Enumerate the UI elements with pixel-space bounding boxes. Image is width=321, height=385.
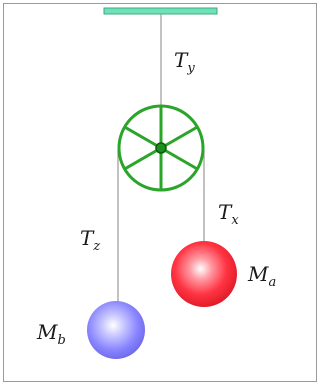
- tension-x-label: Tx: [218, 200, 239, 228]
- frame-border: [3, 3, 317, 382]
- tension-z-label: Tz: [80, 226, 100, 254]
- mass-b-label: Mb: [36, 320, 66, 348]
- pulley-wheel: [117, 104, 205, 192]
- mass-a-sphere: [171, 241, 237, 307]
- ceiling-support: [103, 7, 218, 15]
- pulley-axle: [155, 142, 167, 154]
- tension-y-label: Ty: [174, 48, 195, 76]
- mass-b-sphere: [87, 301, 145, 359]
- mass-a-label: Ma: [247, 262, 276, 290]
